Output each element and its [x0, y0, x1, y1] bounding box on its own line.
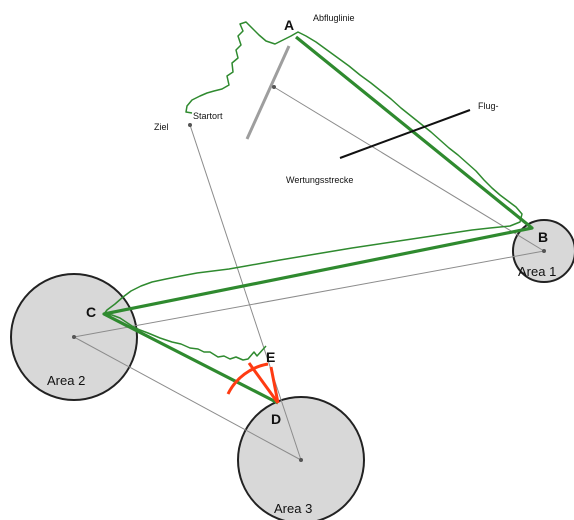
task-line-area3-finish — [189, 124, 302, 461]
point-a-label: A — [284, 17, 294, 33]
start-marker — [272, 85, 276, 89]
task-lines — [73, 86, 545, 461]
flight-track — [103, 21, 523, 361]
area-3-label: Area 3 — [274, 501, 312, 516]
sector-edge-right — [269, 366, 280, 404]
point-d-label: D — [271, 411, 281, 427]
point-e-label: E — [266, 349, 275, 365]
leader-line — [339, 109, 471, 159]
sector-arc — [226, 362, 269, 395]
flug-label: Flug- — [478, 101, 499, 111]
point-c-label: C — [86, 304, 96, 320]
area-3-center — [299, 458, 303, 462]
task-line-area1-area2 — [73, 250, 545, 338]
sector-edge-left — [247, 362, 280, 404]
abfluglinie-label: Abfluglinie — [313, 13, 355, 23]
finish-marker — [188, 123, 192, 127]
area-1-label: Area 1 — [518, 264, 556, 279]
task-line-start-area1 — [273, 86, 545, 252]
wertungsstrecke-label: Wertungsstrecke — [286, 175, 353, 185]
task-line-area2-area3 — [73, 336, 302, 461]
ziel-label: Ziel — [154, 122, 169, 132]
startort-label: Startort — [193, 111, 223, 121]
point-b-label: B — [538, 229, 548, 245]
start-line — [245, 45, 291, 140]
scored-route — [102, 35, 534, 405]
area-2-label: Area 2 — [47, 373, 85, 388]
area-2-center — [72, 335, 76, 339]
area-1-center — [542, 249, 546, 253]
